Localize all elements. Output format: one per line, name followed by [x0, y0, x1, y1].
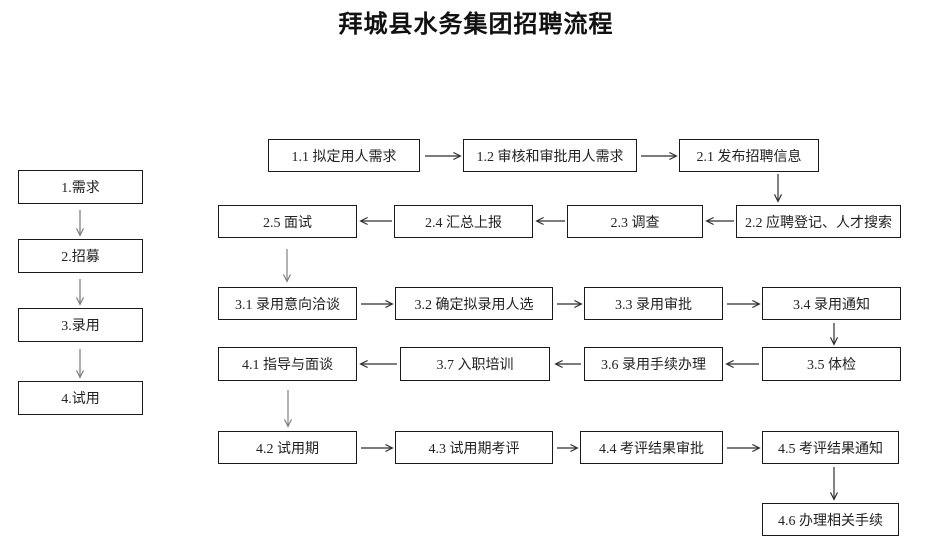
- flow-node-2-3: 2.3 调查: [567, 205, 703, 238]
- flow-node-4-3: 4.3 试用期考评: [395, 431, 553, 464]
- stage-box-1: 1.需求: [18, 170, 143, 204]
- flow-node-3-4: 3.4 录用通知: [762, 287, 901, 320]
- flow-node-2-4: 2.4 汇总上报: [394, 205, 533, 238]
- flow-node-3-2: 3.2 确定拟录用人选: [395, 287, 553, 320]
- flow-node-1-2: 1.2 审核和审批用人需求: [463, 139, 637, 172]
- flow-node-3-7: 3.7 入职培训: [400, 347, 550, 381]
- page-title: 拜城县水务集团招聘流程: [338, 12, 614, 38]
- flow-node-4-2: 4.2 试用期: [218, 431, 357, 464]
- flow-node-4-5: 4.5 考评结果通知: [762, 431, 899, 464]
- flow-node-3-3: 3.3 录用审批: [584, 287, 723, 320]
- flow-node-4-1: 4.1 指导与面谈: [218, 347, 357, 381]
- stage-box-2: 2.招募: [18, 239, 143, 273]
- flow-node-2-2: 2.2 应聘登记、人才搜索: [736, 205, 901, 238]
- flow-node-3-5: 3.5 体检: [762, 347, 901, 381]
- flow-node-3-1: 3.1 录用意向洽谈: [218, 287, 357, 320]
- flow-node-4-6: 4.6 办理相关手续: [762, 503, 899, 536]
- flow-node-4-4: 4.4 考评结果审批: [580, 431, 723, 464]
- stage-box-4: 4.试用: [18, 381, 143, 415]
- flow-node-2-5: 2.5 面试: [218, 205, 357, 238]
- flow-node-3-6: 3.6 录用手续办理: [584, 347, 723, 381]
- flow-node-2-1: 2.1 发布招聘信息: [679, 139, 819, 172]
- flow-node-1-1: 1.1 拟定用人需求: [268, 139, 420, 172]
- stage-box-3: 3.录用: [18, 308, 143, 342]
